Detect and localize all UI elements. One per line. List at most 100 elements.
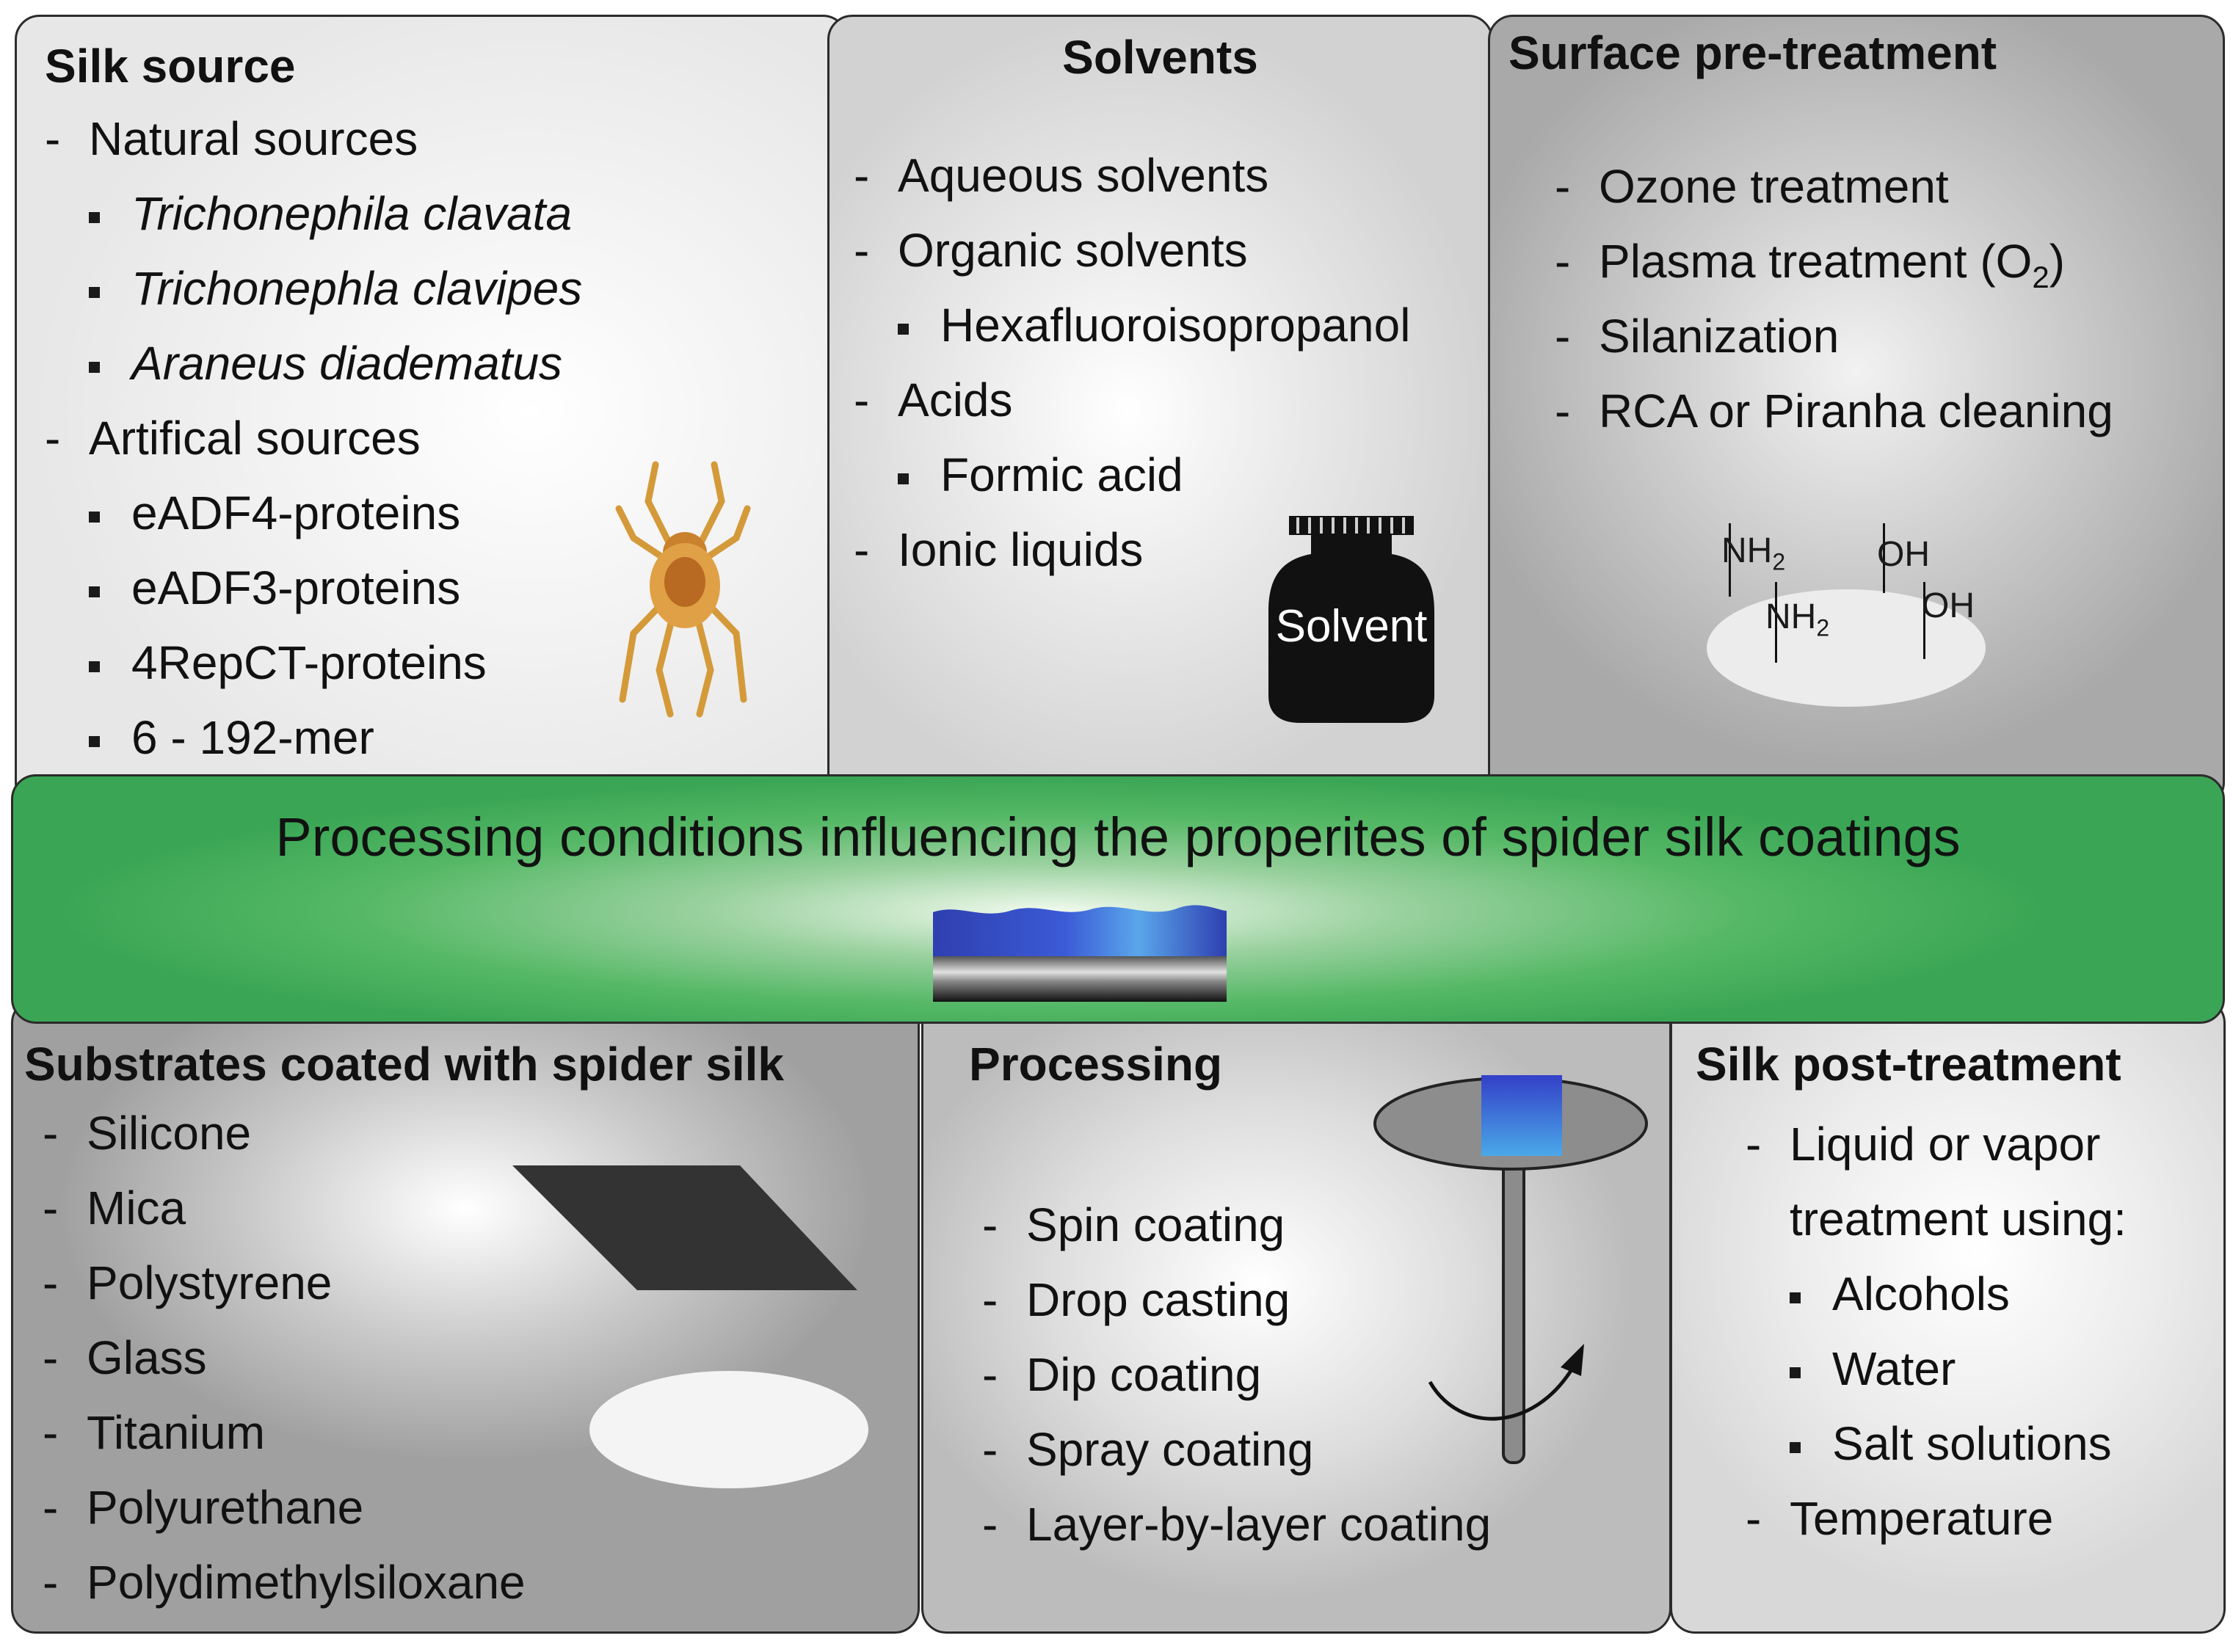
list-item-text: Acids: [898, 374, 1013, 426]
dash-bullet-icon: -: [1746, 1492, 1762, 1545]
nh2-bond: [1775, 582, 1777, 663]
list-item-text: Liquid or vapor: [1790, 1118, 2101, 1171]
oh-label: OH: [1922, 586, 1975, 625]
dash-bullet-icon: -: [43, 1481, 59, 1534]
list-item-text: Spray coating: [1026, 1423, 1314, 1476]
dash-bullet-icon: -: [854, 224, 870, 277]
dash-bullet-icon: -: [43, 1556, 59, 1609]
solvent-bottle-label: Solvent: [1275, 601, 1428, 652]
solvent-bottle-icon: [1268, 516, 1434, 723]
list-item-text: Artifical sources: [89, 412, 421, 465]
list-item-text: Polyurethane: [87, 1481, 364, 1534]
solvents-panel: Solvents -Aqueous solvents-Organic solve…: [827, 15, 1493, 807]
list-item-text: Drop casting: [1026, 1273, 1290, 1326]
dash-bullet-icon: -: [982, 1198, 998, 1251]
dash-bullet-icon: -: [45, 112, 61, 165]
list-item-text: Natural sources: [89, 112, 418, 165]
nh2-bond: [1729, 523, 1731, 597]
dash-bullet-icon: -: [854, 523, 870, 576]
list-item-text: Trichonephila clavata: [131, 187, 573, 240]
list-item-text: Dip coating: [1026, 1348, 1262, 1401]
list-item-text: 4RepCT-proteins: [131, 636, 487, 689]
nh2-label: NH2: [1721, 531, 1786, 575]
list-item-text: Silicone: [87, 1107, 252, 1160]
list-item-text: Alcohols: [1832, 1267, 2010, 1320]
dash-bullet-icon: -: [854, 374, 870, 426]
dash-bullet-icon: -: [1555, 160, 1571, 213]
oh-label: OH: [1877, 535, 1930, 574]
dash-bullet-icon: -: [43, 1331, 59, 1384]
square-bullet-icon: [1790, 1331, 1801, 1406]
oh-bond: [1923, 582, 1925, 659]
list-item-text: Organic solvents: [898, 224, 1248, 277]
dash-bullet-icon: -: [982, 1423, 998, 1476]
substrates-panel: Substrates coated with spider silk -Sili…: [11, 998, 920, 1634]
list-item-text: Aqueous solvents: [898, 149, 1269, 202]
list-item-text: 6 - 192-mer: [131, 711, 374, 764]
list-item-text: Glass: [87, 1331, 207, 1384]
dash-bullet-icon: -: [43, 1406, 59, 1459]
list-item-text: Plasma treatment (O2): [1599, 235, 2066, 294]
dash-bullet-icon: -: [1555, 235, 1571, 288]
list-item-text: Mica: [87, 1182, 186, 1234]
dash-bullet-icon: -: [982, 1348, 998, 1401]
dash-bullet-icon: -: [43, 1107, 59, 1160]
surface-pretreatment-title: Surface pre-treatment: [1508, 26, 1997, 79]
square-bullet-icon: [89, 326, 100, 401]
square-bullet-icon: [89, 625, 100, 700]
dash-bullet-icon: -: [982, 1273, 998, 1326]
square-bullet-icon: [89, 251, 100, 326]
list-item-text: Water: [1832, 1342, 1956, 1395]
list-item-text: Ozone treatment: [1599, 160, 1949, 213]
substrates-title: Substrates coated with spider silk: [24, 1038, 784, 1091]
dash-bullet-icon: -: [43, 1182, 59, 1234]
list-item-text: Hexafluoroisopropanol: [940, 299, 1411, 352]
list-item-text: Salt solutions: [1832, 1417, 2112, 1470]
list-item-text: Titanium: [87, 1406, 266, 1459]
banner-title: Processing conditions influencing the pr…: [275, 807, 1961, 867]
dash-bullet-icon: -: [1555, 385, 1571, 437]
list-item-text: Silanization: [1599, 310, 1840, 363]
processing-title: Processing: [969, 1038, 1223, 1091]
list-item-text: Temperature: [1790, 1492, 2054, 1545]
square-bullet-icon: [898, 288, 909, 363]
spin-coater-icon: [1373, 1075, 1648, 1464]
square-bullet-icon: [89, 700, 100, 775]
list-item-text: treatment using:: [1790, 1193, 2127, 1245]
dash-bullet-icon: -: [1746, 1118, 1762, 1171]
dash-bullet-icon: -: [982, 1498, 998, 1551]
square-bullet-icon: [898, 437, 909, 512]
list-item-text: Polystyrene: [87, 1256, 333, 1309]
nh2-label: NH2: [1765, 597, 1830, 641]
flat-substrate-icon: [512, 1165, 857, 1290]
round-substrate-icon: [589, 1371, 868, 1488]
dash-bullet-icon: -: [45, 412, 61, 465]
list-item-text: Araneus diadematus: [131, 337, 563, 390]
list-item-text: Spin coating: [1026, 1198, 1285, 1251]
dash-bullet-icon: -: [43, 1256, 59, 1309]
post-treatment-title: Silk post-treatment: [1696, 1038, 2121, 1091]
silk-source-title: Silk source: [45, 40, 296, 92]
oh-bond: [1883, 523, 1885, 593]
list-item-text: RCA or Piranha cleaning: [1599, 385, 2113, 437]
dash-bullet-icon: -: [1555, 310, 1571, 363]
list-item-text: eADF3-proteins: [131, 561, 461, 614]
coated-substrate-icon: [933, 905, 1227, 1002]
surface-pretreatment-panel: Surface pre-treatment -Ozone treatment-P…: [1488, 15, 2225, 807]
square-bullet-icon: [89, 176, 100, 251]
list-item-text: Polydimethylsiloxane: [87, 1556, 526, 1609]
solvents-title: Solvents: [1062, 31, 1258, 84]
list-item-text: eADF4-proteins: [131, 487, 461, 539]
dash-bullet-icon: -: [854, 149, 870, 202]
list-item-text: Trichonephla clavipes: [131, 262, 583, 315]
square-bullet-icon: [89, 550, 100, 625]
square-bullet-icon: [1790, 1256, 1801, 1331]
list-item-text: Ionic liquids: [898, 523, 1144, 576]
square-bullet-icon: [1790, 1406, 1801, 1481]
center-banner: Processing conditions influencing the pr…: [11, 774, 2225, 1024]
spider-icon: [615, 461, 751, 718]
processing-panel: Processing -Spin coating-Drop casting-Di…: [921, 998, 1671, 1634]
list-item-text: Layer-by-layer coating: [1026, 1498, 1492, 1551]
